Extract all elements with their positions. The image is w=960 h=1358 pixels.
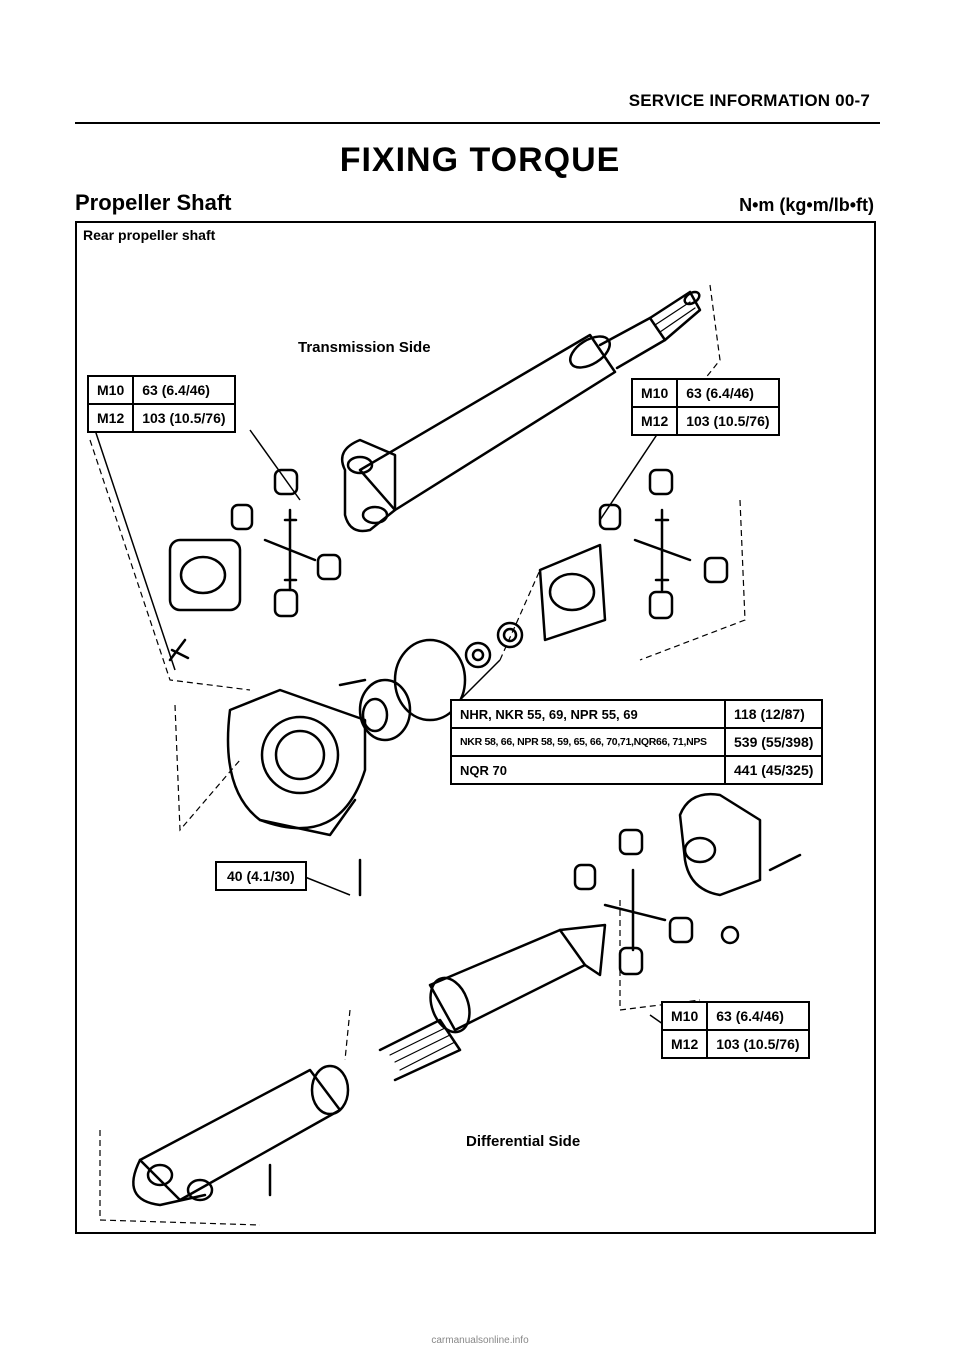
table-row: NQR 70 441 (45/325): [450, 755, 824, 785]
model-list: NQR 70: [450, 755, 726, 785]
torque-value: 441 (45/325): [723, 755, 824, 785]
table-row: NKR 58, 66, NPR 58, 59, 65, 66, 70,71,NQ…: [450, 727, 824, 757]
table-row: M10 63 (6.4/46): [86, 375, 236, 405]
model-list: NKR 58, 66, NPR 58, 59, 65, 66, 70,71,NQ…: [450, 727, 726, 757]
table-row: M10 63 (6.4/46): [630, 378, 780, 408]
header-rule: [75, 122, 880, 124]
center-bearing: [226, 688, 367, 897]
diagram-frame: [75, 221, 876, 1234]
table-row: M10 63 (6.4/46): [660, 1001, 810, 1031]
torque-value: 63 (6.4/46): [132, 375, 236, 405]
bolt-size: M12: [660, 1029, 709, 1059]
table-row: M12 103 (10.5/76): [86, 403, 236, 433]
header-section-title: SERVICE INFORMATION 00-7: [628, 91, 870, 110]
center-bearing-torque: 40 (4.1/30): [215, 861, 307, 891]
bolt-size: M10: [660, 1001, 709, 1031]
torque-table-flange-nut: NHR, NKR 55, 69, NPR 55, 69 118 (12/87) …: [450, 699, 824, 785]
table-row: M12 103 (10.5/76): [660, 1029, 810, 1059]
bolt-size: M12: [86, 403, 135, 433]
torque-value: 63 (6.4/46): [676, 378, 780, 408]
footer-watermark: carmanualsonline.info: [431, 1335, 529, 1346]
right-upper-joint: [464, 468, 729, 669]
torque-value: 63 (6.4/46): [706, 1001, 810, 1031]
torque-value: 103 (10.5/76): [706, 1029, 810, 1059]
upper-shaft-tube: [358, 333, 617, 512]
upper-spline: [648, 290, 702, 342]
lower-joint: [573, 792, 802, 976]
center-flange: [338, 638, 467, 742]
diagram-label: Rear propeller shaft: [83, 227, 216, 243]
torque-table-lower-right: M10 63 (6.4/46) M12 103 (10.5/76): [660, 1001, 810, 1059]
torque-value: 118 (12/87): [723, 699, 824, 729]
differential-side-label: Differential Side: [466, 1133, 581, 1150]
torque-value: 103 (10.5/76): [676, 406, 780, 436]
bolt-size: M10: [86, 375, 135, 405]
upper-yoke: [340, 438, 397, 533]
bolt-size: M12: [630, 406, 679, 436]
table-row: NHR, NKR 55, 69, NPR 55, 69 118 (12/87): [450, 699, 824, 729]
model-list: NHR, NKR 55, 69, NPR 55, 69: [450, 699, 726, 729]
table-row: M12 103 (10.5/76): [630, 406, 780, 436]
torque-value: 539 (55/398): [723, 727, 824, 757]
section-title: Propeller Shaft: [75, 190, 232, 215]
torque-table-right-upper: M10 63 (6.4/46) M12 103 (10.5/76): [630, 378, 780, 436]
torque-value: 103 (10.5/76): [132, 403, 236, 433]
torque-table-left-upper: M10 63 (6.4/46) M12 103 (10.5/76): [86, 375, 236, 433]
bolt-size: M10: [630, 378, 679, 408]
left-upper-joint: [168, 468, 342, 662]
units-label: N•m (kg•m/lb•ft): [739, 195, 874, 215]
transmission-side-label: Transmission Side: [298, 339, 431, 356]
page-title: FIXING TORQUE: [339, 141, 621, 179]
